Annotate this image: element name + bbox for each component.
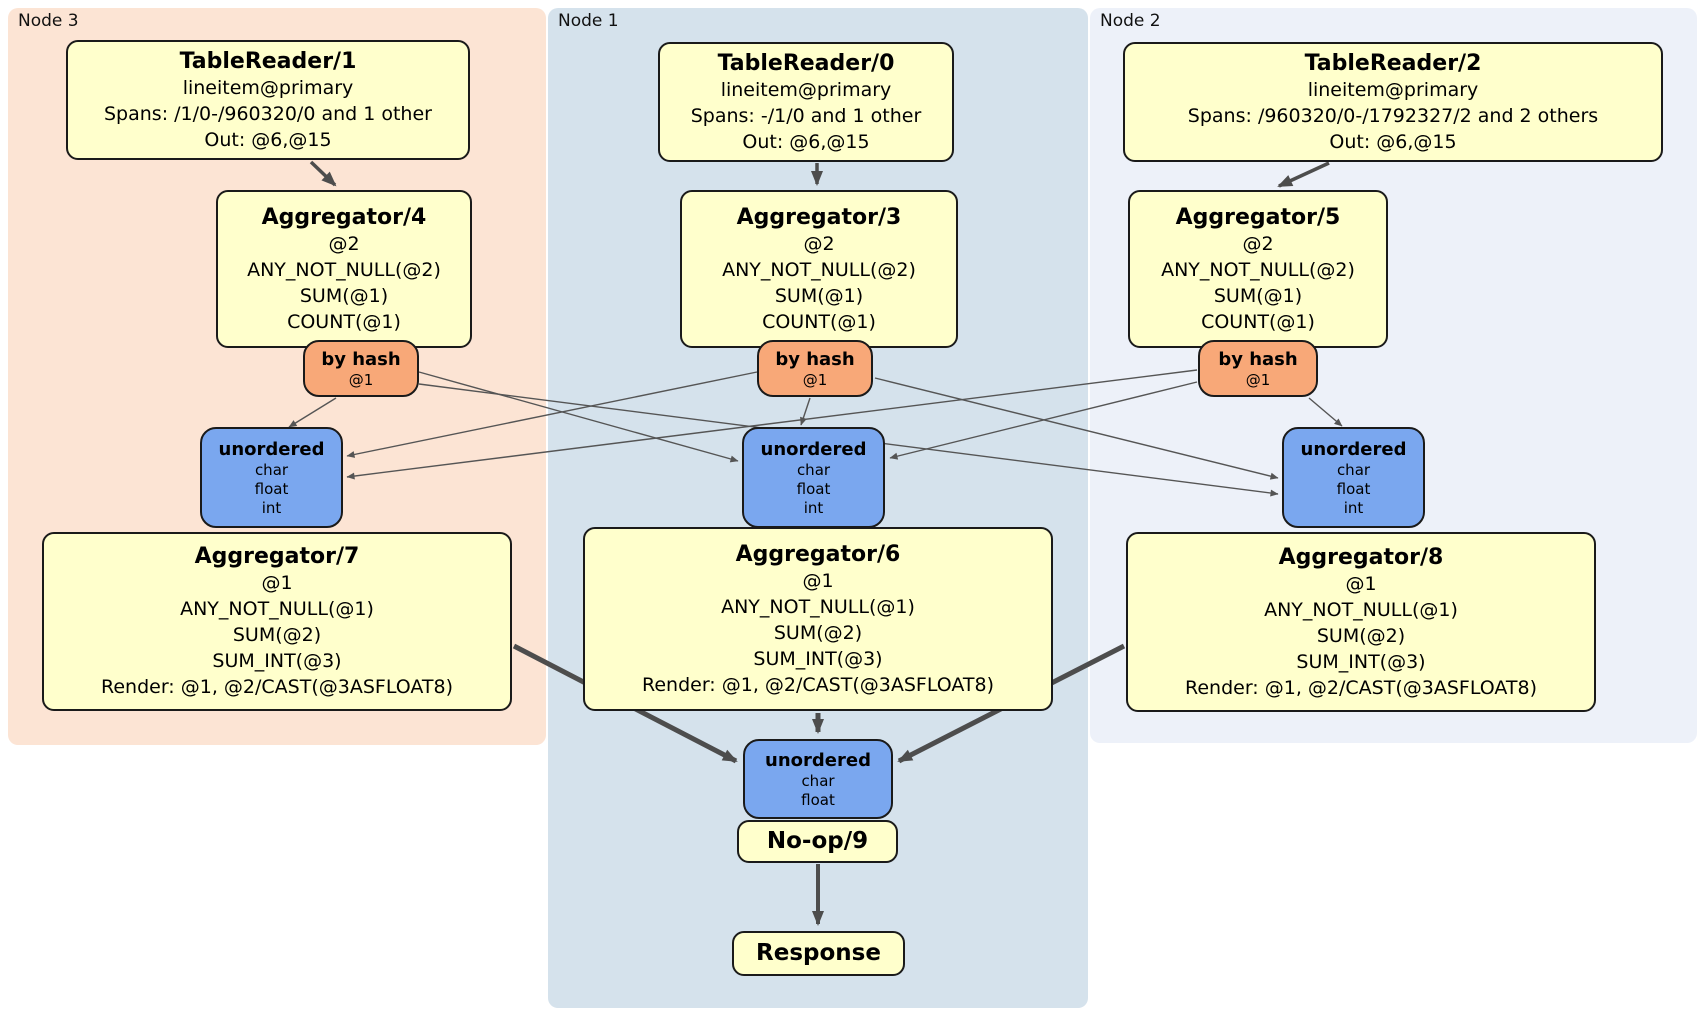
box-line: float: [801, 790, 835, 809]
box-title: by hash: [775, 348, 855, 370]
edge-hash1-uno3: [346, 371, 758, 458]
box-line: @1: [1345, 572, 1377, 595]
box-title: TableReader/1: [179, 48, 357, 74]
edge-tr2-agg5: [1277, 161, 1330, 188]
box-title: No-op/9: [766, 828, 869, 854]
node3-label: Node 3: [18, 11, 79, 31]
aggregator-8-box: Aggregator/8 @1 ANY_NOT_NULL(@1) SUM(@2)…: [1126, 532, 1596, 712]
box-line: Out: @6,@15: [1329, 130, 1457, 153]
box-line: float: [254, 479, 289, 498]
box-line: SUM(@1): [1213, 284, 1303, 307]
aggregator-3-box: Aggregator/3 @2 ANY_NOT_NULL(@2) SUM(@1)…: [680, 190, 958, 348]
box-line: SUM(@1): [774, 284, 864, 307]
box-line: float: [1336, 479, 1371, 498]
edge-tr1-agg4: [309, 160, 337, 187]
box-line: SUM_INT(@3): [212, 650, 342, 672]
edge-hash3-uno3: [288, 397, 337, 428]
box-title: unordered: [765, 749, 871, 771]
box-line: int: [803, 498, 824, 517]
box-line: SUM(@1): [299, 284, 389, 307]
box-line: @1: [802, 370, 828, 389]
hash-router-node3-box: by hash @1: [303, 340, 419, 397]
tablereader-0-box: TableReader/0 lineitem@primary Spans: -/…: [658, 42, 954, 162]
box-line: Render: @1, @2/CAST(@3ASFLOAT8): [642, 673, 994, 696]
box-line: lineitem@primary: [1307, 78, 1479, 101]
aggregator-5-box: Aggregator/5 @2 ANY_NOT_NULL(@2) SUM(@1)…: [1128, 190, 1388, 348]
box-line: @1: [802, 569, 834, 592]
box-line: char: [801, 771, 835, 790]
box-line: COUNT(@1): [762, 310, 876, 333]
unordered-sync-final-box: unordered char float: [743, 739, 893, 819]
edge-hash3-uno1: [418, 371, 739, 463]
hash-router-node2-box: by hash @1: [1198, 340, 1318, 397]
box-title: by hash: [321, 348, 401, 370]
box-line: ANY_NOT_NULL(@1): [180, 598, 374, 620]
noop-9-box: No-op/9: [737, 820, 898, 863]
box-line: Render: @1, @2/CAST(@3ASFLOAT8): [101, 676, 453, 698]
box-line: Out: @6,@15: [742, 130, 870, 153]
box-line: Render: @1, @2/CAST(@3ASFLOAT8): [1185, 676, 1537, 699]
box-line: ANY_NOT_NULL(@2): [722, 258, 916, 281]
node2-label: Node 2: [1100, 11, 1161, 31]
box-title: unordered: [760, 438, 867, 460]
box-line: Spans: /1/0-/960320/0 and 1 other: [104, 102, 432, 125]
hash-router-node1-box: by hash @1: [757, 340, 873, 397]
box-line: @1: [1245, 370, 1271, 389]
aggregator-6-box: Aggregator/6 @1 ANY_NOT_NULL(@1) SUM(@2)…: [583, 527, 1053, 711]
unordered-sync-node1-box: unordered char float int: [742, 427, 885, 528]
aggregator-4-box: Aggregator/4 @2 ANY_NOT_NULL(@2) SUM(@1)…: [216, 190, 472, 348]
box-title: Aggregator/7: [194, 544, 360, 569]
box-title: unordered: [218, 438, 325, 460]
node1-label: Node 1: [558, 11, 619, 31]
edge-hash1-uno1: [800, 397, 811, 426]
response-box: Response: [732, 931, 905, 976]
box-title: Aggregator/3: [736, 204, 902, 230]
box-line: Out: @6,@15: [204, 128, 332, 151]
box-line: @2: [803, 232, 835, 255]
box-line: @2: [328, 232, 360, 255]
box-line: char: [796, 460, 831, 479]
box-line: SUM(@2): [1316, 624, 1406, 647]
box-title: Aggregator/8: [1278, 544, 1444, 570]
edge-hash2-uno2: [1308, 397, 1343, 427]
edge-hash2-uno1: [889, 381, 1198, 460]
box-title: Aggregator/4: [261, 204, 427, 230]
aggregator-7-box: Aggregator/7 @1 ANY_NOT_NULL(@1) SUM(@2)…: [42, 532, 512, 711]
box-line: SUM(@2): [773, 621, 863, 644]
box-line: char: [254, 460, 289, 479]
box-line: SUM_INT(@3): [753, 647, 883, 670]
box-line: ANY_NOT_NULL(@1): [721, 595, 915, 618]
box-line: Spans: -/1/0 and 1 other: [690, 104, 922, 127]
box-line: Spans: /960320/0-/1792327/2 and 2 others: [1187, 104, 1599, 127]
box-line: lineitem@primary: [720, 78, 892, 101]
box-line: ANY_NOT_NULL(@2): [1161, 258, 1355, 281]
tablereader-2-box: TableReader/2 lineitem@primary Spans: /9…: [1123, 42, 1663, 162]
edge-hash2-uno3: [346, 369, 1198, 480]
box-line: COUNT(@1): [1201, 310, 1315, 333]
box-line: @1: [348, 370, 374, 389]
box-title: by hash: [1218, 348, 1298, 370]
box-line: COUNT(@1): [287, 310, 401, 333]
box-line: int: [261, 498, 282, 517]
box-line: ANY_NOT_NULL(@2): [247, 258, 441, 281]
box-line: lineitem@primary: [182, 76, 354, 99]
box-line: int: [1343, 498, 1364, 517]
edge-hash1-uno2: [874, 377, 1279, 480]
box-line: float: [796, 479, 831, 498]
box-line: @1: [261, 572, 293, 594]
box-line: ANY_NOT_NULL(@1): [1264, 598, 1458, 621]
tablereader-1-box: TableReader/1 lineitem@primary Spans: /1…: [66, 40, 470, 160]
box-title: unordered: [1300, 438, 1407, 460]
box-title: Aggregator/5: [1175, 204, 1341, 230]
unordered-sync-node3-box: unordered char float int: [200, 427, 343, 528]
unordered-sync-node2-box: unordered char float int: [1282, 427, 1425, 528]
box-title: TableReader/0: [717, 50, 895, 76]
box-line: SUM(@2): [232, 624, 322, 646]
box-line: char: [1336, 460, 1371, 479]
box-title: Response: [756, 940, 881, 966]
box-line: @2: [1242, 232, 1274, 255]
box-line: SUM_INT(@3): [1296, 650, 1426, 673]
box-title: TableReader/2: [1304, 50, 1482, 76]
box-title: Aggregator/6: [735, 541, 901, 567]
